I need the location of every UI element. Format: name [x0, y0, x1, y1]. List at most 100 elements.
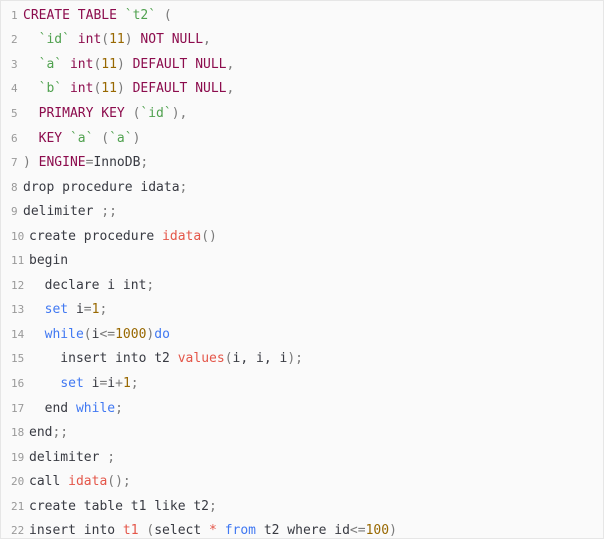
code-token: ;	[107, 449, 116, 465]
line-number: 2	[11, 33, 18, 47]
code-token: begin	[29, 253, 69, 269]
line-number: 10	[11, 229, 25, 243]
code-token: KEY	[38, 130, 70, 146]
code-line: 16 set i=i+1;	[1, 371, 603, 396]
code-text: insert into t1 (select * from t2 where i…	[29, 523, 397, 538]
code-token: 11	[109, 32, 125, 48]
code-token: `b`	[38, 81, 63, 97]
line-number: 14	[11, 327, 25, 341]
code-token: PRIMARY KEY	[38, 105, 133, 121]
line-number: 7	[11, 156, 18, 170]
code-token: *	[209, 523, 217, 539]
code-line: 12 declare i int;	[1, 273, 603, 298]
line-number: 16	[11, 376, 25, 390]
code-token: 100	[365, 523, 390, 539]
code-token: =	[83, 302, 92, 318]
code-token: create procedure	[29, 228, 163, 244]
code-token: )	[146, 326, 155, 342]
line-number: 5	[11, 106, 18, 120]
code-token: `t2`	[124, 7, 157, 23]
code-token: do	[154, 326, 170, 342]
code-line: 15 insert into t2 values(i, i, i);	[1, 347, 603, 372]
code-token: ;	[146, 277, 155, 293]
code-token: <=	[349, 523, 366, 539]
code-token: )	[116, 56, 125, 72]
code-token: int	[69, 56, 94, 72]
code-token	[23, 81, 39, 96]
code-token: ;	[115, 400, 123, 416]
code-token: ,	[226, 81, 235, 97]
code-token: select	[154, 523, 210, 539]
code-token	[29, 327, 45, 342]
code-token: ENGINE	[38, 155, 86, 171]
code-token: i	[68, 302, 84, 318]
code-token: ;	[179, 179, 188, 195]
code-token	[23, 106, 39, 121]
code-token: NOT NULL	[132, 32, 204, 48]
line-number: 8	[11, 180, 18, 194]
code-token: `id`	[38, 32, 70, 48]
code-token: from	[224, 523, 256, 539]
code-line: 14 while(i<=1000)do	[1, 322, 603, 347]
code-text: declare i int;	[29, 277, 155, 293]
code-token: )	[116, 81, 125, 97]
code-token	[29, 376, 60, 391]
code-token: declare i int	[29, 277, 147, 293]
line-number: 19	[11, 450, 25, 464]
code-token: 1000	[115, 326, 147, 342]
code-text: delimiter ;;	[23, 204, 117, 219]
code-token: end	[29, 400, 76, 416]
code-token: )	[132, 130, 141, 146]
code-token: ,	[203, 32, 211, 48]
code-line: 6 KEY `a` (`a`)	[1, 126, 603, 151]
code-token: (	[93, 81, 102, 97]
code-token: <=	[99, 326, 116, 342]
code-text: begin	[29, 253, 68, 268]
code-text: KEY `a` (`a`)	[23, 130, 141, 146]
line-number: 3	[11, 57, 18, 71]
code-token: delimiter	[29, 449, 108, 465]
code-token: ();	[107, 474, 131, 490]
code-token	[23, 57, 39, 72]
code-line: 10 create procedure idata()	[1, 224, 603, 249]
code-token	[23, 131, 39, 146]
code-text: end;;	[29, 425, 68, 440]
code-token: ()	[201, 228, 217, 244]
code-token: i	[83, 375, 100, 391]
code-token: insert into t2	[29, 351, 178, 367]
code-text: end while;	[29, 401, 123, 416]
code-text: CREATE TABLE `t2` (	[23, 8, 172, 23]
code-token: );	[287, 351, 303, 367]
code-token: while	[44, 326, 84, 342]
code-line: 18 end;;	[1, 420, 603, 445]
code-token: values	[177, 351, 225, 367]
code-line: 2 `id` int(11) NOT NULL,	[1, 28, 603, 53]
code-token: =	[99, 375, 108, 391]
code-token: 1	[122, 375, 131, 391]
line-number: 4	[11, 82, 18, 96]
code-token: (	[101, 32, 110, 48]
code-token: CREATE TABLE	[23, 7, 125, 23]
code-text: set i=1;	[29, 302, 108, 318]
code-token: )	[23, 155, 39, 171]
code-token: end	[29, 425, 53, 441]
code-token: `a`	[69, 130, 94, 146]
line-number: 18	[11, 426, 25, 440]
code-token: ;	[140, 155, 149, 171]
line-number: 15	[11, 352, 25, 366]
code-line: 19 delimiter ;	[1, 445, 603, 470]
code-token: idata	[162, 228, 202, 244]
code-token	[217, 523, 225, 538]
code-text: PRIMARY KEY (`id`),	[23, 105, 188, 121]
code-token: delimiter	[23, 204, 102, 220]
code-token: )	[389, 523, 397, 539]
line-number: 20	[11, 475, 25, 489]
code-text: `a` int(11) DEFAULT NULL,	[23, 56, 235, 72]
code-token: ,	[226, 56, 235, 72]
code-text: create procedure idata()	[29, 229, 217, 244]
